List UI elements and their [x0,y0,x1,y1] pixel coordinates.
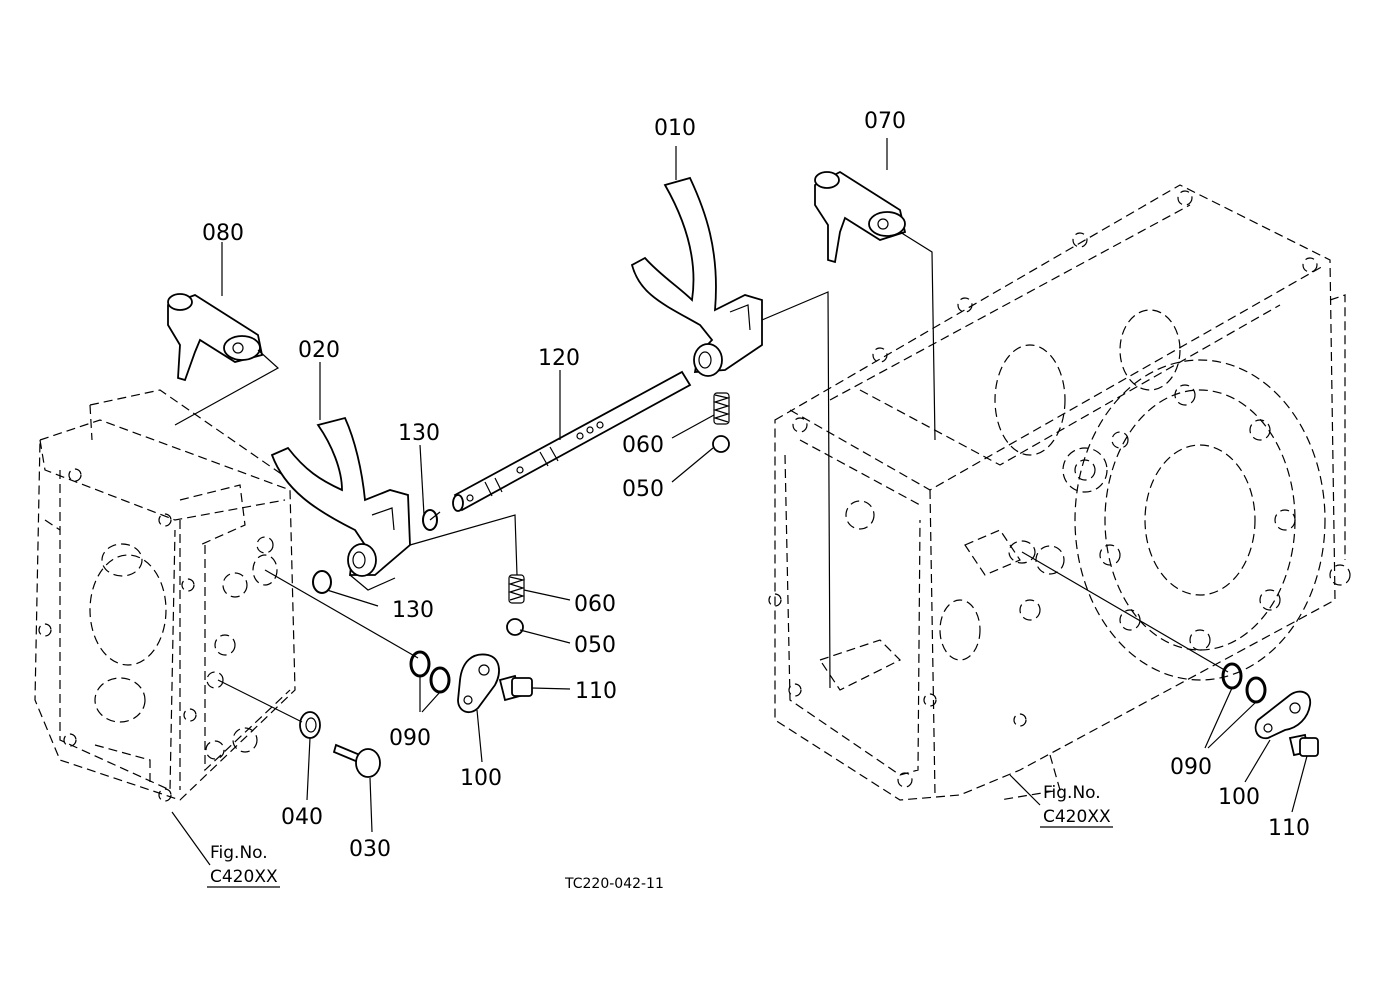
part-090-o-rings-right [1221,662,1267,704]
part-050-ball-a [712,435,730,453]
figure-ref-code: C420XX [210,867,278,887]
label-100-right: 100 [1218,785,1260,810]
drawing-code: TC220-042-11 [564,876,664,892]
label-090-right: 090 [1170,755,1212,780]
label-060-upper: 060 [622,433,664,458]
part-120-shift-rod [452,370,692,512]
leader-lines [171,138,1308,866]
label-130-lower: 130 [392,598,434,623]
part-130-circlip-a [422,509,438,531]
label-110-right: 110 [1268,816,1310,841]
part-110-bolt-left [498,674,533,702]
label-130-upper: 130 [398,421,440,446]
right-housing [768,184,1351,801]
left-housing [34,389,296,802]
part-050-ball-b [506,618,524,636]
part-060-spring-a [712,392,731,425]
part-040-washer [299,711,321,739]
part-010-shift-fork [630,176,763,377]
label-050-upper: 050 [622,477,664,502]
figure-ref-code: C420XX [1043,807,1111,827]
part-130-circlip-b [312,570,332,594]
part-080-shifter-arm [167,293,264,382]
part-070-shifter-arm [814,170,907,264]
label-080: 080 [202,221,244,246]
figure-ref-right: Fig.No. C420XX [1040,783,1113,828]
label-030: 030 [349,837,391,862]
label-040: 040 [281,805,323,830]
label-070: 070 [864,109,906,134]
figure-ref-left: Fig.No. C420XX [207,843,280,888]
part-100-plate-right [1254,690,1312,740]
part-030-plug [332,743,381,778]
label-020: 020 [298,338,340,363]
label-050-lower: 050 [574,633,616,658]
label-060-lower: 060 [574,592,616,617]
figure-ref-title: Fig.No. [210,843,268,863]
label-090-left: 090 [389,726,431,751]
label-010: 010 [654,116,696,141]
part-100-plate-left [457,653,500,714]
figure-ref-title: Fig.No. [1043,783,1101,803]
part-060-spring-b [507,574,526,604]
label-110-left: 110 [575,679,617,704]
part-020-shift-fork [270,416,411,577]
part-090-o-rings-left [409,650,451,694]
label-120: 120 [538,346,580,371]
part-110-bolt-right [1288,733,1319,757]
part-labels: 010 070 080 020 120 130 060 050 130 060 … [202,109,1310,862]
label-100-left: 100 [460,766,502,791]
